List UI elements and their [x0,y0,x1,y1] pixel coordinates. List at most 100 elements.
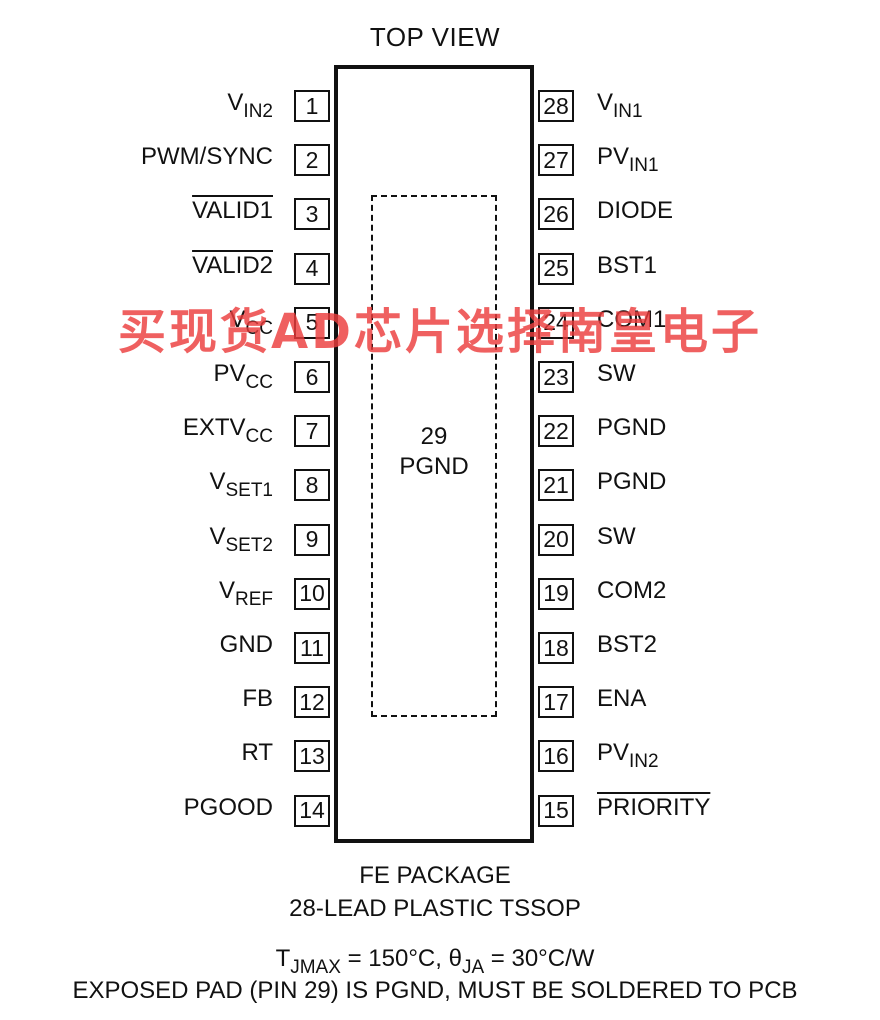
thermal-t: T [275,945,291,972]
pin-12-box: 12 [294,686,330,719]
thermal-theta-sub: JA [461,957,485,978]
pin-18-label: BST2 [597,631,657,659]
pin-3-label: VALID1 [192,197,273,225]
pin-19-label: COM2 [597,577,666,605]
exposed-pad-note: EXPOSED PAD (PIN 29) IS PGND, MUST BE SO… [72,977,798,1004]
pin-27-label: PVIN1 [597,143,659,177]
pin-2-label: PWM/SYNC [141,143,273,171]
thermal-mid: = 150°C, θ [340,945,462,972]
pin-16-subscript: IN2 [629,751,659,773]
pin-9-name: V [209,522,226,550]
pin-18-box: 18 [538,632,574,664]
thermal-end: = 30°C/W [484,945,595,972]
pin-2-name: PWM/SYNC [141,143,273,171]
pin-26-box: 26 [538,198,574,231]
pin-23-box: 23 [538,361,574,393]
pin-27-box: 27 [538,144,574,177]
pin-10-box: 10 [294,577,330,610]
pin-7-box: 7 [294,415,330,448]
pin-9-subscript: SET2 [225,534,273,556]
pin-19-name: COM2 [597,576,667,604]
exposed-pad-number: 29 [420,423,448,450]
pin-16-box: 16 [538,740,574,773]
thermal-t-sub: JMAX [290,957,341,978]
pin-21-name: PGND [597,468,667,496]
pin-24-box: 24 [538,306,574,339]
pin-8-label: VSET1 [209,468,273,502]
pin-17-box: 17 [538,686,574,719]
exposed-pad [371,195,497,717]
pin-9-label: VSET2 [209,523,273,557]
pin-1-name: V [227,89,244,116]
pin-8-subscript: SET1 [225,480,273,502]
exposed-pad-name: PGND [399,453,469,480]
pin-15-box: 15 [538,794,574,827]
pin-16-name: PV [597,739,630,767]
thermal-spec: TJMAX = 150°C, θJA = 30°C/W [0,944,870,983]
pin-14-label: PGOOD [184,794,273,822]
pin-20-name: SW [597,522,636,550]
pin-7-subscript: CC [245,426,273,448]
pin-16-label: PVIN2 [597,739,659,773]
package-name: FE PACKAGE [359,862,511,889]
pin-17-label: ENA [597,685,646,713]
pin-25-name: BST1 [597,251,658,279]
pin-23-name: SW [597,360,636,387]
pin-6-box: 6 [294,361,330,393]
pin-6-label: PVCC [214,360,273,394]
pin-27-name: PV [597,143,630,171]
pin-20-box: 20 [538,523,574,556]
ic-package-body [334,65,534,843]
pin-20-label: SW [597,523,636,551]
watermark-text: 买现货AD芯片选择南皇电子 [118,304,762,360]
pin-25-box: 25 [538,252,574,285]
pin-5-subscript: CC [245,317,273,339]
pin-25-label: BST1 [597,252,657,280]
pin-26-name: DIODE [597,197,674,225]
pin-2-box: 2 [294,144,330,177]
pin-4-label: VALID2 [192,252,273,280]
pin-18-name: BST2 [597,631,658,658]
pin-12-name: FB [242,685,273,713]
pin-6-subscript: CC [245,372,273,393]
pin-8-box: 8 [294,469,330,502]
exposed-pad-label: 29 PGND [371,422,497,482]
pin-24-name: COM1 [597,305,667,333]
pin-19-box: 19 [538,577,574,610]
pin-13-name: RT [241,739,273,767]
pin-28-name: V [597,89,614,116]
pin-22-name: PGND [597,414,667,442]
pin-11-label: GND [220,631,273,659]
pin-10-subscript: REF [235,588,273,610]
pin-1-box: 1 [294,90,330,122]
pin-1-subscript: IN2 [243,101,273,122]
pin-22-label: PGND [597,414,666,442]
pin-11-box: 11 [294,632,330,664]
pin-5-box: 5 [294,306,330,339]
pin-8-name: V [209,468,226,496]
pin-21-label: PGND [597,468,666,496]
pin-26-label: DIODE [597,197,673,225]
pin-21-box: 21 [538,469,574,502]
pin-5-label: VCC [230,306,273,340]
pin-15-name: PRIORITY [597,793,711,821]
pin-1-label: VIN2 [227,89,273,123]
pin-27-subscript: IN1 [629,155,659,177]
pin-28-subscript: IN1 [613,101,643,122]
pin-9-box: 9 [294,523,330,556]
pin-12-label: FB [242,685,273,713]
pin-10-name: V [218,576,235,604]
pin-17-name: ENA [597,685,647,713]
pin-3-name: VALID1 [192,197,273,225]
package-lead-type: 28-LEAD PLASTIC TSSOP [289,895,581,922]
pin-23-label: SW [597,360,636,388]
pin-13-box: 13 [294,740,330,773]
pin-5-name: V [229,305,246,333]
pin-4-name: VALID2 [192,251,273,279]
pin-10-label: VREF [219,577,273,611]
pin-7-name: EXTV [182,414,246,442]
diagram-title: TOP VIEW [369,22,501,52]
pin-22-box: 22 [538,415,574,448]
pin-11-name: GND [219,631,273,658]
pin-7-label: EXTVCC [183,414,273,448]
